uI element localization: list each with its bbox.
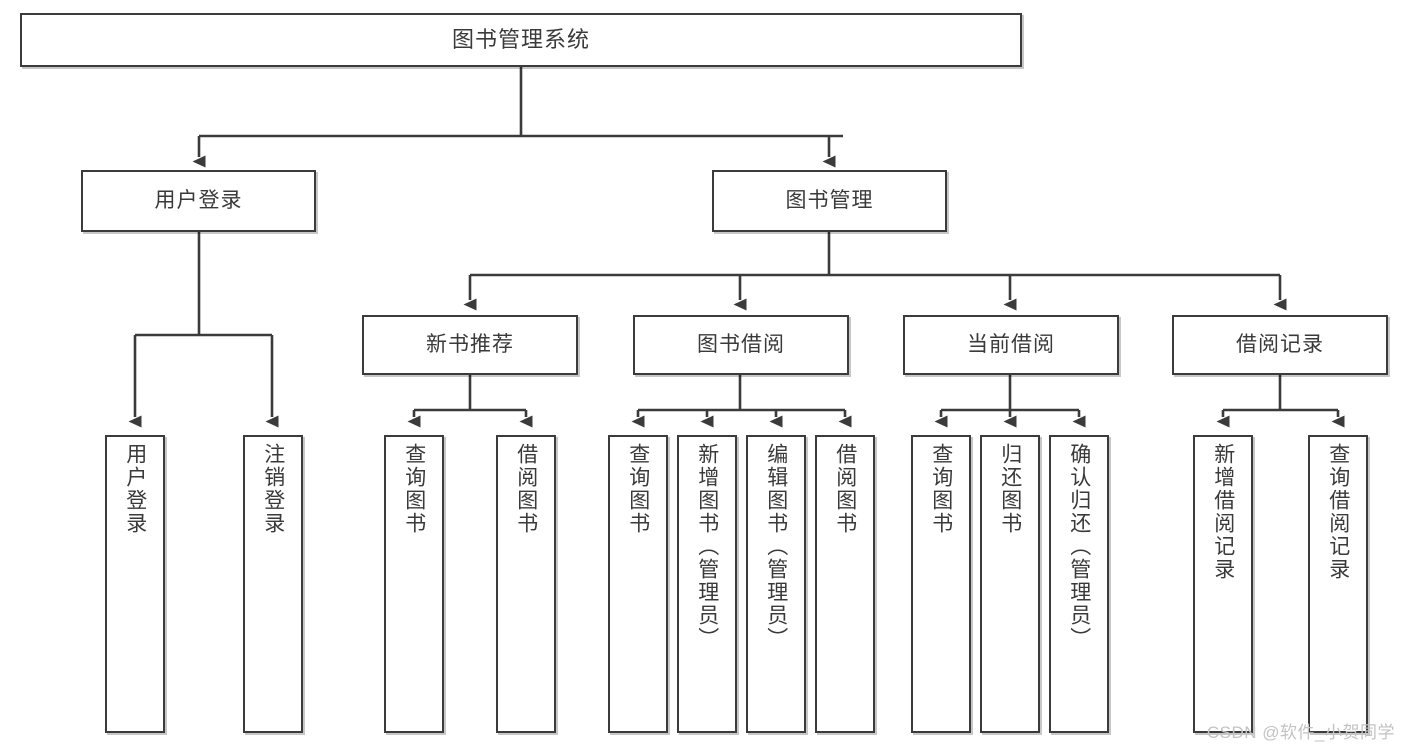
node-leaf-borrow-book-2-label: 借阅图书: [833, 443, 857, 535]
node-leaf-query-book-3[interactable]: 查询图书: [911, 435, 971, 733]
node-leaf-borrow-book-1-label: 借阅图书: [514, 443, 538, 535]
node-leaf-add-book-label: 新增图书（管理员）: [695, 443, 719, 650]
node-leaf-query-book-2-label: 查询图书: [626, 443, 650, 535]
node-book-borrow[interactable]: 图书借阅: [633, 315, 849, 375]
node-current-borrow-label: 当前借阅: [967, 332, 1055, 356]
node-root[interactable]: 图书管理系统: [20, 13, 1022, 67]
node-book-manage-label: 图书管理: [785, 188, 874, 212]
node-leaf-confirm-return-label: 确认归还（管理员）: [1067, 443, 1091, 650]
node-leaf-add-record-label: 新增借阅记录: [1211, 443, 1235, 581]
node-leaf-logout-label: 注销登录: [261, 443, 285, 535]
node-user-login[interactable]: 用户登录: [81, 170, 316, 232]
node-root-label: 图书管理系统: [451, 27, 590, 53]
node-leaf-user-login-label: 用户登录: [123, 443, 147, 535]
node-leaf-add-book[interactable]: 新增图书（管理员）: [677, 435, 737, 733]
node-new-book-rec[interactable]: 新书推荐: [362, 315, 578, 375]
node-current-borrow[interactable]: 当前借阅: [903, 315, 1119, 375]
node-leaf-add-record[interactable]: 新增借阅记录: [1193, 435, 1253, 733]
node-leaf-query-record[interactable]: 查询借阅记录: [1308, 435, 1368, 733]
watermark: CSDN @软件_小贺同学: [1206, 723, 1395, 742]
node-user-login-label: 用户登录: [154, 188, 243, 212]
node-leaf-confirm-return[interactable]: 确认归还（管理员）: [1049, 435, 1109, 733]
node-leaf-query-book-2[interactable]: 查询图书: [608, 435, 668, 733]
node-leaf-edit-book-label: 编辑图书（管理员）: [764, 443, 788, 650]
node-leaf-query-book-3-label: 查询图书: [929, 443, 953, 535]
node-leaf-query-book-1[interactable]: 查询图书: [384, 435, 444, 733]
node-leaf-borrow-book-1[interactable]: 借阅图书: [496, 435, 556, 733]
node-leaf-return-book-label: 归还图书: [998, 443, 1022, 535]
node-new-book-rec-label: 新书推荐: [426, 332, 514, 356]
node-leaf-user-login[interactable]: 用户登录: [105, 435, 165, 733]
node-leaf-logout[interactable]: 注销登录: [243, 435, 303, 733]
node-leaf-return-book[interactable]: 归还图书: [980, 435, 1040, 733]
node-borrow-record[interactable]: 借阅记录: [1172, 315, 1388, 375]
node-leaf-query-record-label: 查询借阅记录: [1326, 443, 1350, 581]
node-book-manage[interactable]: 图书管理: [712, 170, 947, 232]
node-leaf-query-book-1-label: 查询图书: [402, 443, 426, 535]
node-leaf-borrow-book-2[interactable]: 借阅图书: [815, 435, 875, 733]
node-borrow-record-label: 借阅记录: [1236, 332, 1324, 356]
node-leaf-edit-book[interactable]: 编辑图书（管理员）: [746, 435, 806, 733]
node-book-borrow-label: 图书借阅: [697, 332, 785, 356]
